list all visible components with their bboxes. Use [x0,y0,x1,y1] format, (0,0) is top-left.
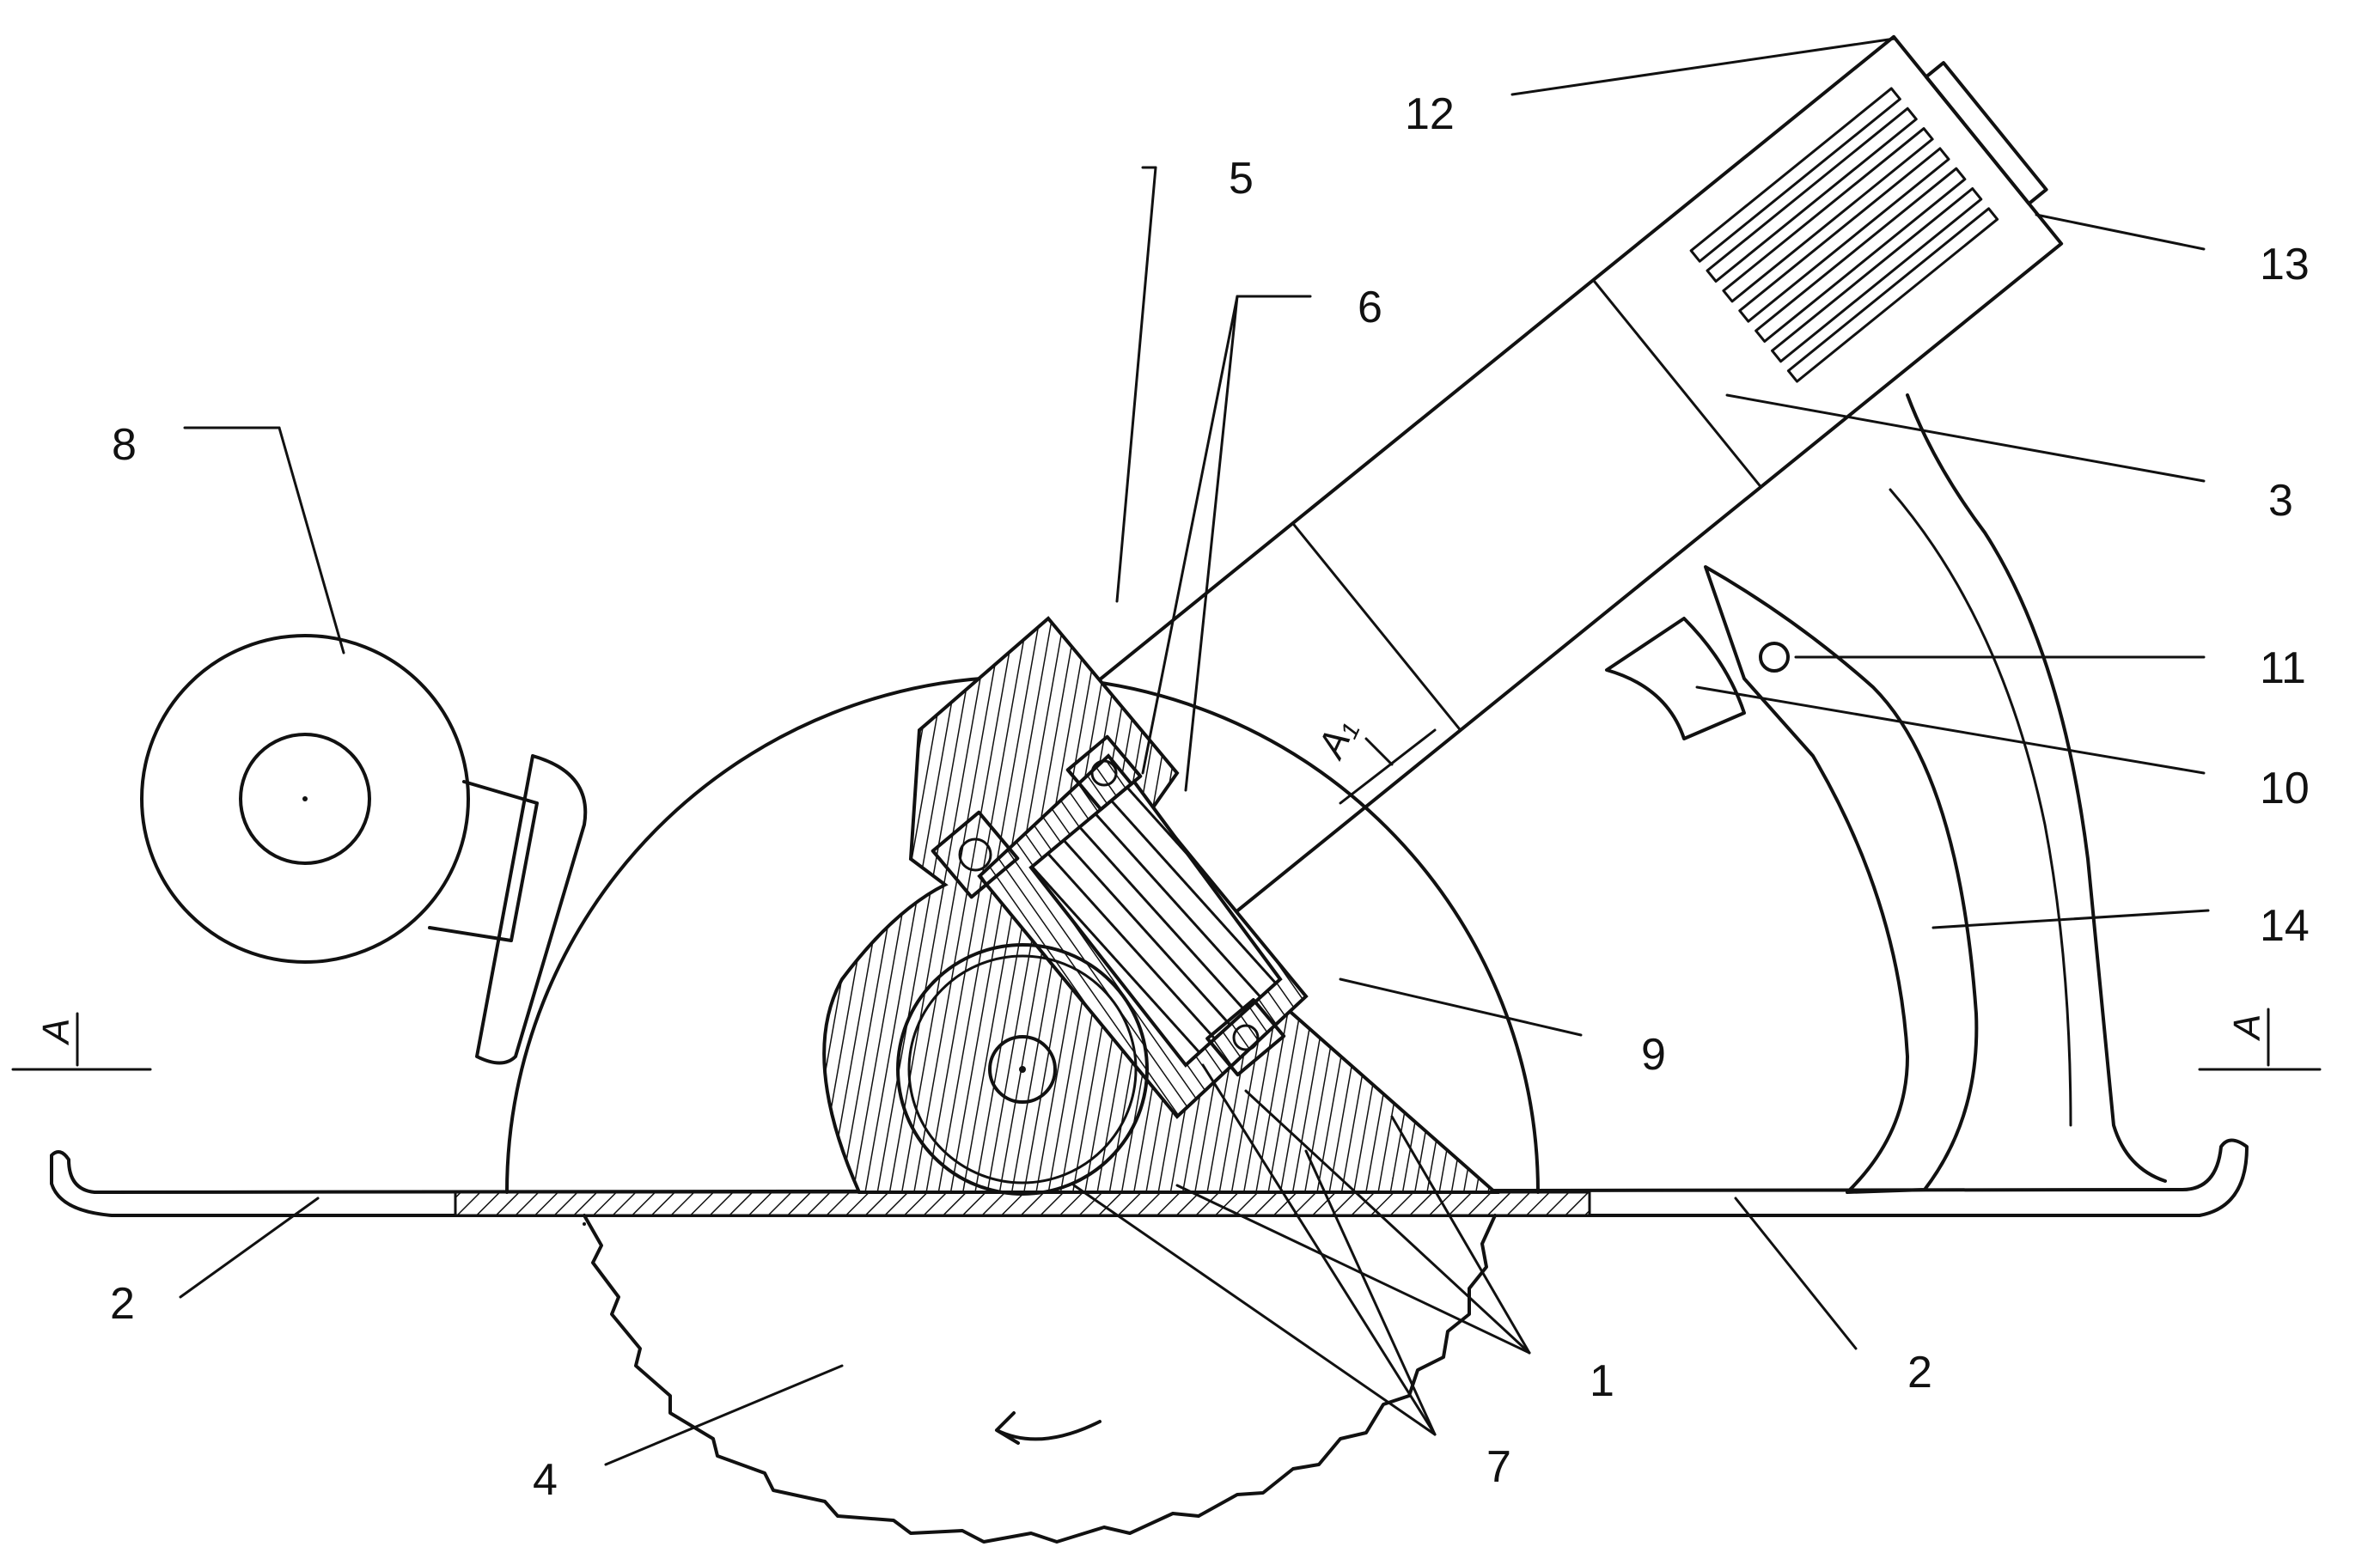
section-mark-left: A [35,1019,77,1046]
label-1: 1 [1590,1356,1614,1406]
cooling-vents [1691,88,1997,381]
label-9: 9 [1641,1030,1666,1080]
trigger [1607,618,1744,739]
reference-numerals: 1 2 2 3 4 5 6 7 8 9 10 11 12 13 14 [110,89,2310,1505]
label-2-right: 2 [1907,1348,1932,1398]
rotation-arrow [997,1413,1100,1443]
adjust-knob [142,636,585,1063]
label-4: 4 [533,1455,558,1505]
label-5: 5 [1229,154,1254,204]
section-mark-inner: A₁ [1309,712,1364,766]
label-3: 3 [2268,476,2293,526]
section-mark-right: A [2226,1014,2268,1042]
label-14: 14 [2260,901,2310,951]
label-13: 13 [2260,240,2310,289]
gearbox-section [824,618,1495,1192]
label-2-left: 2 [110,1279,135,1329]
label-12: 12 [1405,89,1455,139]
label-6: 6 [1358,283,1382,332]
rear-handle [1706,567,1976,1192]
label-11: 11 [2260,643,2306,693]
label-8: 8 [112,420,137,470]
label-7: 7 [1486,1442,1511,1492]
leader-lines [13,39,2320,1465]
lock-button [1761,643,1788,671]
label-10: 10 [2260,764,2310,813]
